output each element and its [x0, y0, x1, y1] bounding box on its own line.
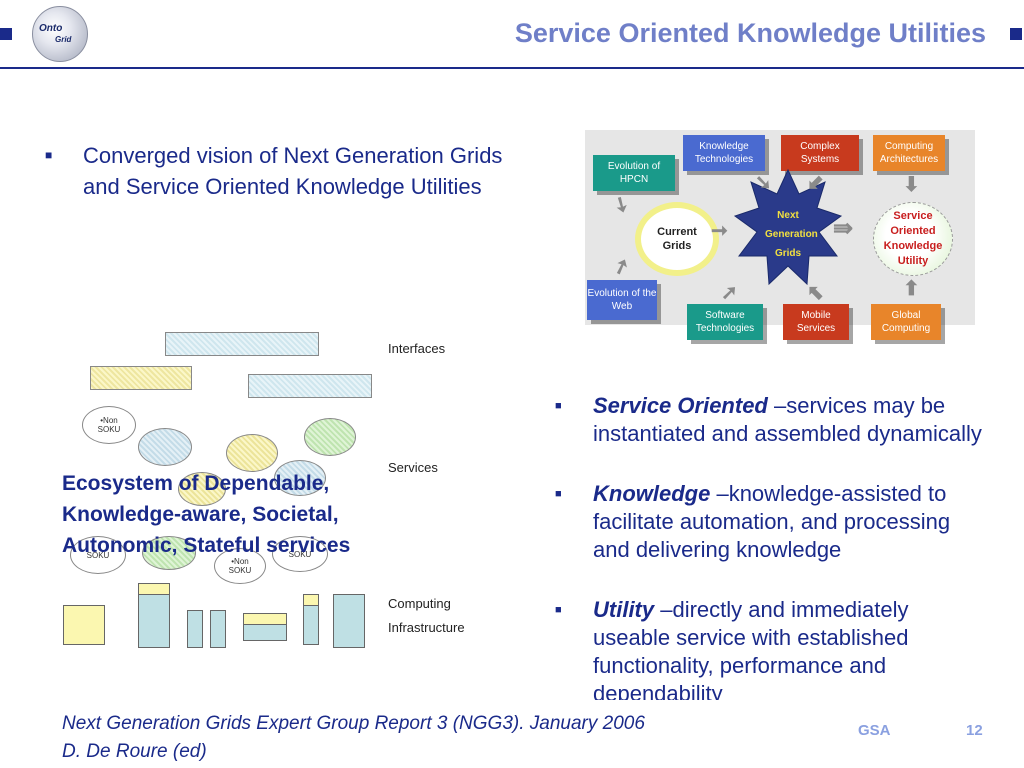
arrow-computing-arch: ⬇: [903, 174, 920, 196]
header-divider: [0, 67, 1024, 69]
current-grids-ring: Current Grids: [635, 202, 719, 276]
footer-citation: Next Generation Grids Expert Group Repor…: [62, 710, 645, 766]
service-oriented-text: Service Oriented –services may be instan…: [593, 392, 983, 448]
infra-block-10: [333, 594, 365, 648]
interface-bar-3: [248, 374, 372, 398]
interface-bar-2: [90, 366, 192, 390]
non-soku-label-1: •Non SOKU: [97, 416, 121, 434]
header-square-right: [1010, 28, 1022, 40]
non-soku-label-2: •Non SOKU: [228, 557, 252, 575]
logo-text-bottom: Grid: [55, 35, 72, 44]
arrow-global-computing: ⬆: [903, 278, 920, 300]
infra-block-7: [243, 624, 287, 641]
utility-bullet: ■ Utility –directly and immediately usea…: [555, 596, 985, 700]
soku-globe: Service Oriented Knowledge Utility: [873, 202, 953, 276]
infra-block-4: [187, 610, 203, 648]
ecosystem-caption: Ecosystem of Dependable, Knowledge-aware…: [62, 472, 351, 557]
service-ellipse-soku-1: SOKU: [70, 536, 126, 574]
service-ellipse-yellow-2: [178, 472, 226, 506]
interface-bar-1: [165, 332, 319, 356]
services-label: Services: [388, 460, 438, 475]
arrow-software: ➚: [721, 282, 738, 304]
bullet-marker: ■: [555, 604, 562, 616]
arrow-hpcn: ➘: [608, 191, 634, 219]
infrastructure-label: Infrastructure: [388, 620, 465, 635]
current-grids-label: Current Grids: [657, 226, 697, 252]
global-computing-box: Global Computing: [871, 304, 941, 340]
bullet-marker: ■: [45, 148, 53, 162]
knowledge-term: Knowledge: [593, 481, 711, 506]
page-number: 12: [966, 722, 983, 739]
arrow-next-to-soku: ⇛: [833, 215, 854, 242]
service-ellipse-blue-1: [138, 428, 192, 466]
slide-title: Service Oriented Knowledge Utilities: [514, 18, 986, 48]
arrow-complex: ⬋: [807, 172, 824, 194]
citation-line-2: D. De Roure (ed): [62, 741, 207, 762]
interfaces-label: Interfaces: [388, 341, 446, 356]
bullet-text: Converged vision of Next Generation Grid…: [83, 143, 503, 199]
soku-label-1: SOKU: [86, 550, 110, 560]
knowledge-desc: –knowledge-assisted to facilitate automa…: [593, 481, 951, 562]
arrow-mobile: ⬉: [807, 282, 824, 304]
bullet-marker: ■: [555, 400, 562, 412]
complex-systems-box: Complex Systems: [781, 135, 859, 171]
infra-block-3: [138, 594, 170, 648]
soku-label-2: SOKU: [288, 549, 312, 559]
arrow-web: ➚: [609, 253, 634, 281]
bullet-marker: ■: [555, 488, 562, 500]
knowledge-technologies-box: Knowledge Technologies: [683, 135, 765, 171]
soku-label: Service Oriented Knowledge Utility: [883, 210, 943, 267]
knowledge-text: Knowledge –knowledge-assisted to facilit…: [593, 480, 983, 564]
evolution-hpcn-box: Evolution of HPCN: [593, 155, 675, 191]
arrow-current-to-next: ➞: [711, 220, 728, 242]
infra-block-9: [303, 605, 319, 645]
service-oriented-term: Service Oriented: [593, 393, 768, 418]
header-square-left: [0, 28, 12, 40]
footer-org: GSA: [858, 722, 891, 739]
utility-text: Utility –directly and immediately useabl…: [593, 596, 983, 700]
service-ellipse-yellow-1: [226, 434, 278, 472]
service-ellipse-nonsoku-2: •Non SOKU: [214, 548, 266, 584]
logo-text-top: Onto: [39, 23, 63, 34]
service-ellipse-green-1: [304, 418, 356, 456]
infra-block-5: [210, 610, 226, 648]
ontogrid-logo: Onto Grid: [32, 6, 88, 62]
service-ellipse-blue-2: [274, 460, 326, 496]
service-oriented-desc: –services may be instantiated and assemb…: [593, 393, 982, 446]
software-technologies-box: Software Technologies: [687, 304, 763, 340]
computing-label: Computing: [388, 596, 451, 611]
mobile-services-box: Mobile Services: [783, 304, 849, 340]
citation-line-1: Next Generation Grids Expert Group Repor…: [62, 713, 645, 734]
utility-desc: –directly and immediately useable servic…: [593, 597, 909, 700]
service-ellipse-green-2: [142, 536, 196, 570]
infra-block-1: [63, 605, 105, 645]
evolution-web-box: Evolution of the Web: [587, 280, 657, 320]
next-generation-label: Next Generation Grids: [765, 210, 818, 259]
concept-diagram: Evolution of HPCN Evolution of the Web K…: [585, 130, 975, 340]
next-generation-starburst: [733, 168, 843, 286]
utility-term: Utility: [593, 597, 655, 622]
arrow-knowledge: ➘: [755, 172, 772, 194]
service-ellipse-soku-2: SOKU: [272, 536, 328, 572]
service-ellipse-nonsoku-1: •Non SOKU: [82, 406, 136, 444]
computing-architectures-box: Computing Architectures: [873, 135, 945, 171]
